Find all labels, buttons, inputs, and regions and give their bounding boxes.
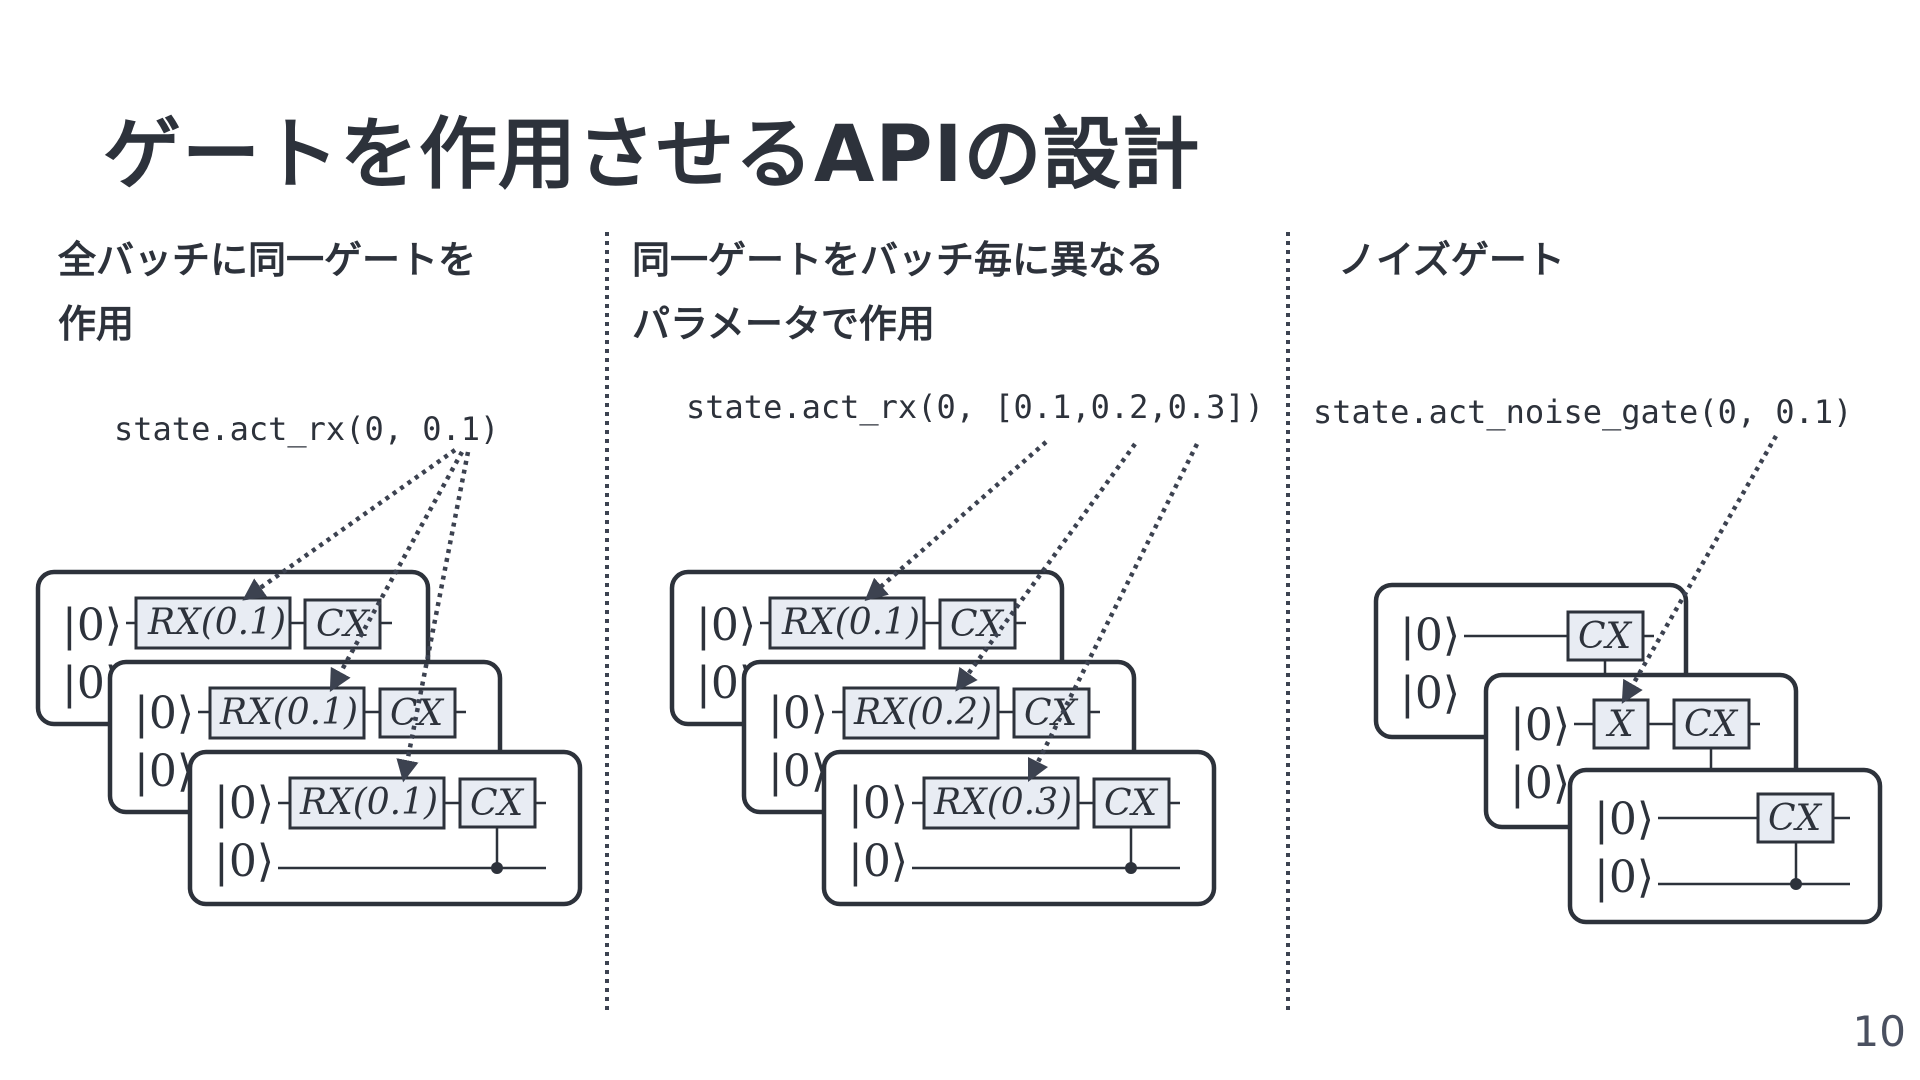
slide-title: ゲートを作用させるAPIの設計 bbox=[103, 110, 1201, 200]
ket: |0⟩ bbox=[214, 778, 274, 829]
gate-label: CX bbox=[1578, 616, 1633, 657]
ket: |0⟩ bbox=[134, 688, 194, 739]
ket: |0⟩ bbox=[1594, 852, 1654, 903]
column-2-code: state.act_rx(0, [0.1,0.2,0.3]) bbox=[686, 388, 1264, 426]
ket: |0⟩ bbox=[768, 746, 828, 797]
cx-gate bbox=[378, 687, 457, 739]
column-3-batch-1: |0⟩ |0⟩ CX bbox=[1373, 582, 1689, 740]
rx-gate bbox=[768, 596, 926, 650]
column-2-heading-line2: パラメータで作用 bbox=[632, 302, 935, 346]
gate-label: RX(0.1) bbox=[781, 602, 920, 643]
cx-gate bbox=[1672, 698, 1751, 750]
rx-gate bbox=[208, 686, 366, 740]
ket: |0⟩ bbox=[1594, 794, 1654, 845]
rx-gate bbox=[288, 776, 446, 830]
gate-label: CX bbox=[470, 783, 525, 824]
ket: |0⟩ bbox=[1400, 610, 1460, 661]
x-gate bbox=[1592, 698, 1650, 750]
gate-label: RX(0.1) bbox=[219, 692, 358, 733]
arrow-to-batch-1 bbox=[864, 440, 1048, 601]
ket: |0⟩ bbox=[848, 778, 908, 829]
cx-gate bbox=[303, 598, 382, 650]
ket: |0⟩ bbox=[1400, 668, 1460, 719]
rx-gate bbox=[134, 596, 292, 650]
gate-label: CX bbox=[1684, 704, 1739, 745]
ket: |0⟩ bbox=[696, 600, 756, 651]
column-1-heading: 全バッチに同一ゲートを 作用 bbox=[58, 228, 476, 356]
cx-gate bbox=[458, 777, 537, 829]
ket: |0⟩ bbox=[1510, 758, 1570, 809]
gate-label: CX bbox=[316, 604, 371, 645]
ket: |0⟩ bbox=[1510, 700, 1570, 751]
gate-label: RX(0.2) bbox=[853, 692, 992, 733]
rx-gate bbox=[842, 686, 1000, 740]
column-1-heading-line2: 作用 bbox=[58, 302, 135, 346]
column-1-batch-3: |0⟩ |0⟩ RX(0.1) CX bbox=[187, 749, 583, 907]
column-1-heading-line1: 全バッチに同一ゲートを bbox=[58, 238, 477, 282]
column-2-heading-line1: 同一ゲートをバッチ毎に異なる bbox=[632, 238, 1165, 282]
gate-label: CX bbox=[1104, 783, 1159, 824]
gate-label: RX(0.1) bbox=[299, 782, 438, 823]
ket: |0⟩ bbox=[134, 746, 194, 797]
ket: |0⟩ bbox=[848, 836, 908, 887]
arrow-to-noise-gate bbox=[1621, 434, 1778, 704]
gate-label: CX bbox=[1024, 693, 1079, 734]
column-3-batch-3: |0⟩ |0⟩ CX bbox=[1567, 767, 1883, 925]
gate-label: RX(0.3) bbox=[933, 782, 1072, 823]
column-3-heading: ノイズゲート bbox=[1338, 228, 1565, 292]
gate-label: CX bbox=[950, 604, 1005, 645]
ket: |0⟩ bbox=[214, 836, 274, 887]
gate-label: CX bbox=[1768, 798, 1823, 839]
gate-label: RX(0.1) bbox=[147, 602, 286, 643]
column-2-batch-3: |0⟩ |0⟩ RX(0.3) CX bbox=[821, 749, 1217, 907]
gate-label: X bbox=[1605, 704, 1635, 745]
column-3-code: state.act_noise_gate(0, 0.1) bbox=[1313, 393, 1853, 431]
cx-gate bbox=[938, 598, 1017, 650]
arrow-to-batch-1 bbox=[242, 448, 457, 601]
ket: |0⟩ bbox=[768, 688, 828, 739]
cx-gate bbox=[1566, 610, 1645, 662]
cx-gate bbox=[1092, 777, 1171, 829]
column-3-heading-line1: ノイズゲート bbox=[1338, 238, 1565, 282]
cx-gate bbox=[1756, 792, 1835, 844]
rx-gate bbox=[922, 776, 1080, 830]
column-2-heading: 同一ゲートをバッチ毎に異なる パラメータで作用 bbox=[632, 228, 1164, 356]
page-number: 10 bbox=[1852, 1007, 1906, 1056]
ket: |0⟩ bbox=[62, 600, 122, 651]
arrow-to-batch-3 bbox=[396, 451, 471, 783]
column-1-code: state.act_rx(0, 0.1) bbox=[114, 410, 500, 448]
